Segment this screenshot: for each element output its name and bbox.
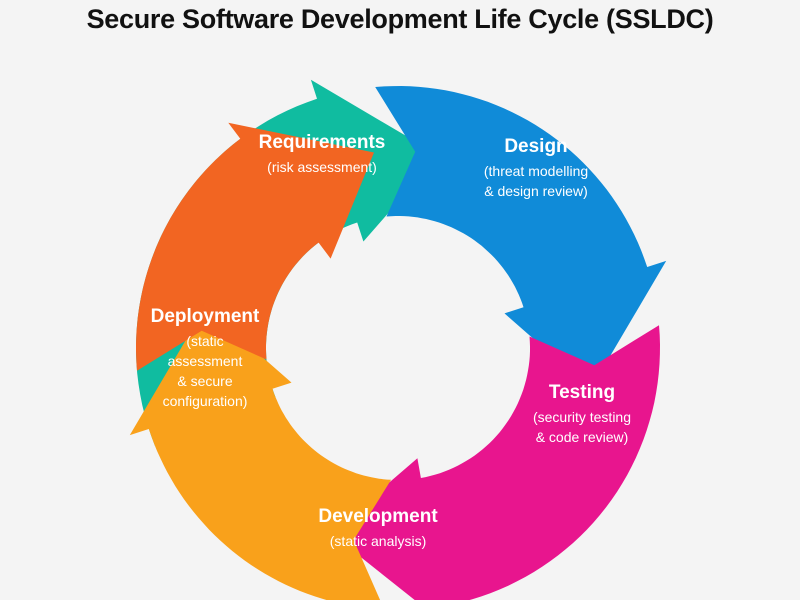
detail-deployment-0: (static (186, 333, 223, 349)
label-requirements: Requirements (259, 132, 386, 153)
diagram-title: Secure Software Development Life Cycle (… (86, 4, 714, 34)
arrow-testing (330, 325, 660, 600)
label-group-deployment: Deployment (static assessment & secure confi… (151, 306, 260, 409)
detail-testing-1: & code review) (536, 429, 629, 445)
detail-deployment-3: configuration) (163, 393, 248, 409)
cycle-arrows (129, 79, 667, 600)
cycle-labels: Requirements (risk assessment) Design (thre… (151, 132, 631, 549)
label-group-requirements: Requirements (risk assessment) (259, 132, 386, 175)
label-deployment: Deployment (151, 306, 260, 327)
detail-testing-0: (security testing (533, 409, 631, 425)
label-design: Design (504, 136, 567, 157)
detail-development-0: (static analysis) (330, 533, 426, 549)
detail-requirements-0: (risk assessment) (267, 159, 377, 175)
detail-deployment-1: assessment (168, 353, 243, 369)
detail-design-1: & design review) (484, 183, 588, 199)
detail-design-0: (threat modelling (484, 163, 588, 179)
label-group-design: Design (threat modelling & design review) (484, 136, 588, 199)
arrow-design (375, 86, 667, 389)
label-testing: Testing (549, 382, 615, 403)
label-development: Development (318, 506, 438, 527)
detail-deployment-2: & secure (177, 373, 232, 389)
arrow-development (129, 307, 392, 600)
label-group-testing: Testing (security testing & code review) (533, 382, 631, 445)
label-group-development: Development (static analysis) (318, 506, 438, 549)
arrow-deployment (136, 122, 374, 371)
